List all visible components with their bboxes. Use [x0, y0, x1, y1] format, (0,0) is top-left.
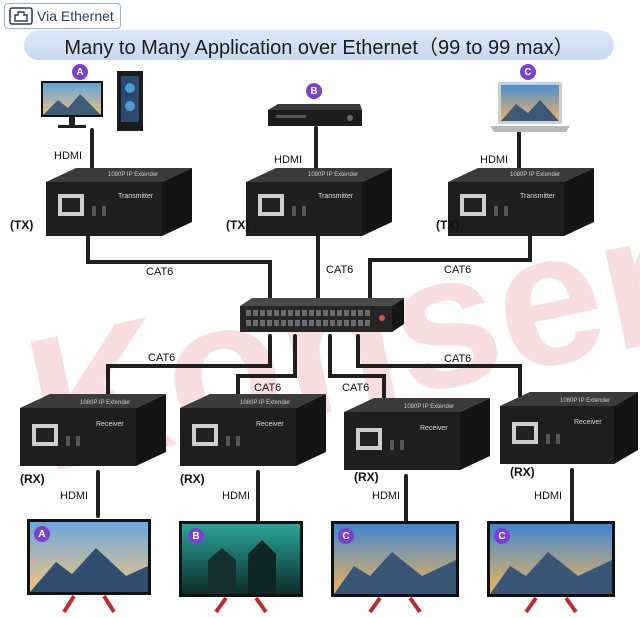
cat6-cable-rx3 — [328, 334, 386, 406]
cat6-cable-rx1 — [106, 334, 272, 398]
tx-role-2: (TX) — [226, 218, 250, 232]
display-c2 — [487, 521, 615, 614]
svg-text:1080P IP Extender: 1080P IP Extender — [80, 400, 130, 406]
tab-label: Via Ethernet — [37, 8, 114, 24]
display-badge-b: B — [188, 528, 204, 544]
network-switch — [240, 298, 404, 332]
svg-text:Transmitter: Transmitter — [520, 193, 556, 200]
svg-text:Receiver: Receiver — [574, 419, 602, 426]
svg-text:Receiver: Receiver — [256, 421, 284, 428]
svg-text:1080P IP Extender: 1080P IP Extender — [308, 172, 358, 178]
cat6-cable-rx4 — [356, 334, 522, 398]
transmitter-3: 1080P IP Extender Transmitter — [448, 168, 594, 236]
transmitter-2: 1080P IP Extender Transmitter — [246, 168, 392, 236]
cat6-label-7: CAT6 — [444, 353, 472, 365]
rx-role-2: (RX) — [180, 472, 205, 486]
hdmi-label-tx3: HDMI — [480, 154, 509, 166]
svg-text:1080P IP Extender: 1080P IP Extender — [404, 404, 454, 410]
receiver-4: 1080P IP Extender Receiver — [500, 392, 638, 464]
cat6-label-6: CAT6 — [342, 382, 370, 394]
hdmi-label-rx4: HDMI — [534, 490, 563, 502]
cat6-label-1: CAT6 — [146, 266, 174, 278]
receiver-2: 1080P IP Extender Receiver — [180, 394, 326, 466]
ethernet-port-icon — [9, 7, 33, 25]
cat6-label-4: CAT6 — [148, 352, 176, 364]
hdmi-label-rx2: HDMI — [222, 490, 251, 502]
rx-role-4: (RX) — [510, 465, 535, 479]
cat6-label-3: CAT6 — [444, 264, 472, 276]
laptop-icon — [490, 82, 570, 132]
source-badge-a: A — [72, 64, 88, 80]
tx-role-3: (TX) — [436, 218, 460, 232]
transmitter-1: 1080P IP Extender Transmitter — [46, 168, 192, 236]
hdmi-label-tx2: HDMI — [274, 154, 303, 166]
source-badge-b: B — [306, 83, 322, 99]
rx-role-1: (RX) — [20, 472, 45, 486]
svg-text:Transmitter: Transmitter — [118, 193, 154, 200]
receiver-1: 1080P IP Extender Receiver — [20, 394, 166, 466]
page-title-banner: Many to Many Application over Ethernet（9… — [24, 30, 614, 60]
svg-text:Receiver: Receiver — [96, 421, 124, 428]
cat6-cable-tx1 — [86, 234, 272, 302]
via-ethernet-tab: Via Ethernet — [4, 3, 121, 29]
svg-text:Transmitter: Transmitter — [318, 193, 354, 200]
cat6-cable-tx3 — [368, 234, 532, 302]
page-title: Many to Many Application over Ethernet（9… — [64, 36, 574, 59]
cat6-label-2: CAT6 — [326, 264, 354, 276]
source-badge-c: C — [520, 64, 536, 80]
svg-text:1080P IP Extender: 1080P IP Extender — [240, 400, 290, 406]
display-badge-c2: C — [494, 528, 510, 544]
receiver-3: 1080P IP Extender Receiver — [344, 398, 490, 470]
svg-text:1080P IP Extender: 1080P IP Extender — [108, 172, 158, 178]
svg-text:1080P IP Extender: 1080P IP Extender — [510, 172, 560, 178]
display-badge-c1: C — [338, 528, 354, 544]
hdmi-label-rx1: HDMI — [60, 490, 89, 502]
dvd-player-icon — [268, 104, 362, 126]
rx-role-3: (RX) — [354, 470, 379, 484]
tx-role-1: (TX) — [10, 218, 34, 232]
cat6-label-5: CAT6 — [254, 382, 282, 394]
hdmi-label-tx1: HDMI — [54, 150, 83, 162]
pc-tower-icon — [117, 71, 143, 131]
hdmi-label-rx3: HDMI — [372, 490, 401, 502]
display-badge-a: A — [34, 526, 50, 542]
cat6-cable-rx2 — [236, 334, 297, 402]
svg-text:Receiver: Receiver — [420, 425, 448, 432]
svg-text:1080P IP Extender: 1080P IP Extender — [560, 398, 610, 404]
desktop-monitor-icon — [41, 81, 103, 128]
